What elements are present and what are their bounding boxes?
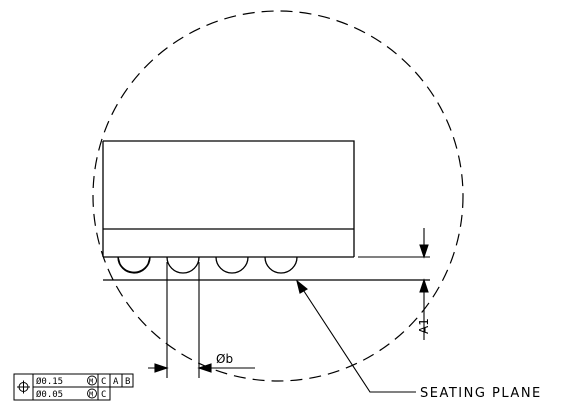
ball-diameter-dimension [148, 262, 255, 378]
a1-dimension-label: A1 [417, 318, 431, 334]
tolerance-row2-value: Ø0.05 [36, 389, 63, 400]
seating-plane-leader [296, 279, 416, 393]
svg-text:M: M [89, 391, 93, 399]
ball-diameter-label: Øb [216, 352, 233, 366]
position-symbol-icon [17, 380, 30, 394]
datum-c: C [101, 377, 106, 387]
detail-view-circle [92, 10, 464, 382]
solder-balls [117, 256, 298, 274]
solder-ball [117, 256, 151, 274]
mmc-modifier-icon: M [87, 375, 97, 386]
mmc-modifier-icon: M [87, 388, 97, 399]
tolerance-row1-value: Ø0.15 [36, 376, 63, 387]
feature-control-frame [13, 373, 134, 401]
solder-ball [117, 256, 151, 273]
a1-dimension [358, 228, 430, 340]
package-body [102, 140, 355, 258]
datum-b: B [125, 377, 130, 387]
solder-ball [215, 256, 249, 274]
datum-c-row2: C [101, 390, 106, 400]
datum-a: A [113, 377, 119, 387]
solder-ball [166, 256, 200, 274]
seating-plane-label: SEATING PLANE [420, 386, 542, 401]
solder-ball [264, 256, 298, 274]
svg-text:M: M [89, 378, 93, 386]
